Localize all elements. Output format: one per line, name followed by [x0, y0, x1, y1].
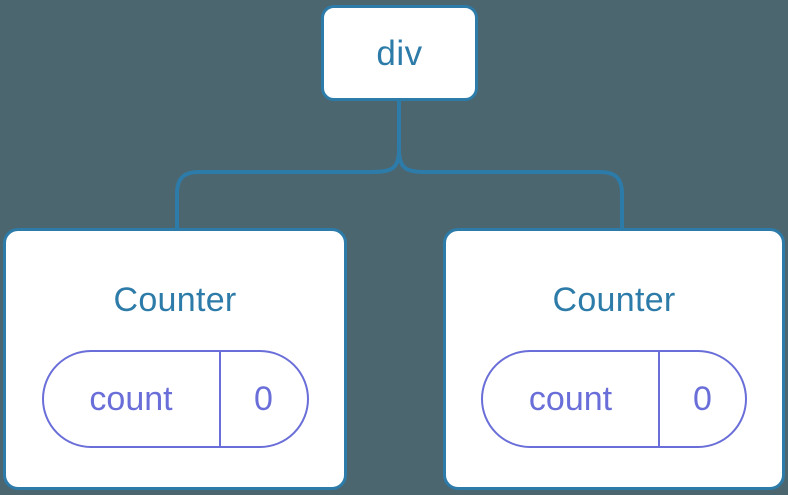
state-pill-counter-1[interactable]: count 0: [481, 350, 747, 448]
connector-split-right: [397, 149, 624, 228]
tree-node-counter-0-title: Counter: [113, 281, 237, 319]
tree-node-counter-1[interactable]: Counter count 0: [443, 228, 785, 490]
tree-node-div-label: div: [376, 33, 423, 73]
state-pill-counter-1-key: count: [483, 352, 660, 446]
state-pill-counter-1-value: 0: [693, 380, 712, 418]
state-pill-counter-0-value: 0: [254, 380, 273, 418]
tree-node-counter-0[interactable]: Counter count 0: [3, 228, 347, 490]
state-pill-counter-0-key: count: [44, 352, 221, 446]
tree-node-counter-1-title: Counter: [552, 281, 676, 319]
tree-node-div[interactable]: div: [321, 5, 478, 101]
state-pill-counter-0[interactable]: count 0: [41, 350, 309, 448]
connector-split-left: [175, 149, 401, 228]
